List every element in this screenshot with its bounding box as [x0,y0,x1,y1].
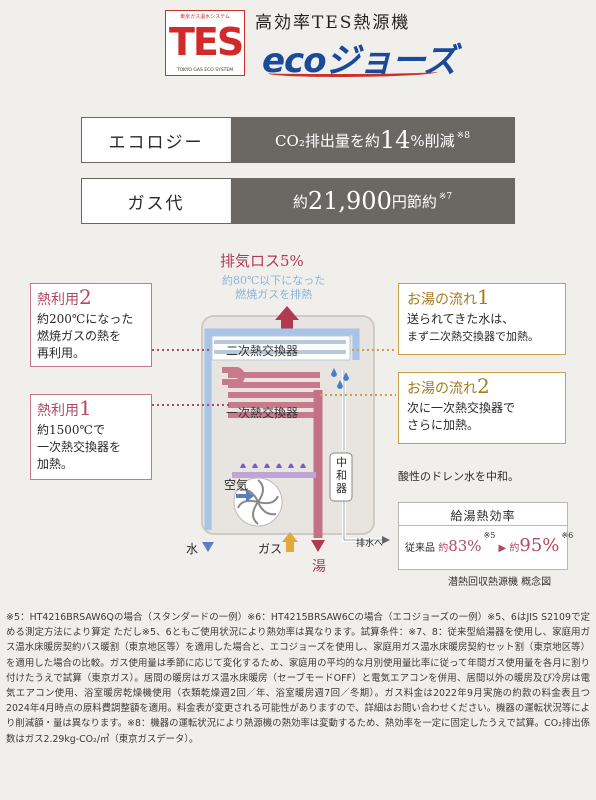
heat-use-1-callout: 熱利用1 約1500℃で 一次熱交換器を 加熱。 [30,394,152,480]
primary-hx-coil [228,372,320,418]
gas-label: ガス [258,542,283,556]
conventional-value: 83% [448,537,482,555]
exhaust-loss-sub: 約80℃以下になった 燃焼ガスを排熱 [222,274,325,302]
gas-cost-label: ガス代 [82,179,230,223]
gas-cost-bar: ガス代 約 21,900 円節約 ※7 [81,178,515,224]
drain-note: 酸性のドレン水を中和。 [398,470,519,483]
water-arrow [202,542,214,552]
flames [240,463,306,468]
tes-logo: 東京ガス温水システム TES TOKYO GAS ECO SYSTEM [165,10,245,76]
water-label: 水 [186,542,199,556]
efficiency-values: 従来品 約83%※5 ▶ 約95%※6 [405,531,574,556]
ecology-pre: CO₂排出量を約 [275,131,380,150]
air-label: 空気 [224,478,249,492]
product-title: 高効率TES熱源機 [255,13,411,33]
ecology-number: 14 [379,126,411,154]
burner [232,472,316,478]
hot-water-label: 湯 [312,559,326,575]
air-arrow [236,490,254,502]
ecology-value: CO₂排出量を約 14 %削減 ※8 [231,118,514,162]
neutralizer-box [329,452,353,502]
secondary-hx-label: 二次熱交換器 [226,344,299,358]
gas-cost-number: 21,900 [307,187,392,215]
gas-cost-value: 約 21,900 円節約 ※7 [231,179,514,223]
heat-use-2-callout: 熱利用2 約200℃になった 燃焼ガスの熱を 再利用。 [30,283,152,367]
neutralizer-label: 中 和 器 [336,456,347,495]
new-value: 95% [519,535,560,556]
tes-logo-letters: TES [169,20,244,64]
ecology-bar: エコロジー CO₂排出量を約 14 %削減 ※8 [81,117,515,163]
primary-hx-label: 一次熱交換器 [226,406,299,420]
water-flow-2-callout: お湯の流れ2 次に一次熱交換器で さらに加熱。 [398,372,566,444]
gas-cost-unit: 円節約 [391,192,437,211]
gas-cost-pre: 約 [292,192,308,211]
heat-source-diagram [152,306,396,552]
ecology-note: ※8 [456,131,470,141]
tes-logo-top-text: 東京ガス温水システム [180,14,230,20]
gas-cost-note: ※7 [438,192,453,202]
gas-arrow [282,532,298,552]
hot-water-arrow [311,540,325,552]
eco-logo-swoosh [268,68,438,77]
water-flow-1-callout: お湯の流れ1 送られてきた水は、 まず二次熱交換器で加熱。 [398,283,566,355]
ecology-unit: %削減 [410,131,455,150]
tes-logo-bottom-text: TOKYO GAS ECO SYSTEM [176,68,234,73]
conventional-label: 従来品 [405,543,435,554]
efficiency-arrow-icon: ▶ [498,543,507,554]
drain-drops [331,368,349,389]
efficiency-box: 給湯熱効率 従来品 約83%※5 ▶ 約95%※6 [398,502,574,570]
efficiency-title: 給湯熱効率 [450,509,516,523]
ecology-label: エコロジー [82,118,230,162]
drain-out-label: 排水へ [356,539,384,549]
exhaust-sub-line2: 燃焼ガスを排熱 [235,288,313,301]
exhaust-loss-title: 排気ロス5% [220,252,304,270]
cold-water-pipe [204,328,360,530]
footnote-text: ※5：HT4216BRSAW6Qの場合（スタンダードの一例）※6：HT4215B… [6,612,590,745]
exhaust-sub-line1: 約80℃以下になった [222,274,326,287]
exhaust-arrow [275,306,299,320]
diagram-caption: 潜熱回収熱源機 概念図 [448,577,552,588]
